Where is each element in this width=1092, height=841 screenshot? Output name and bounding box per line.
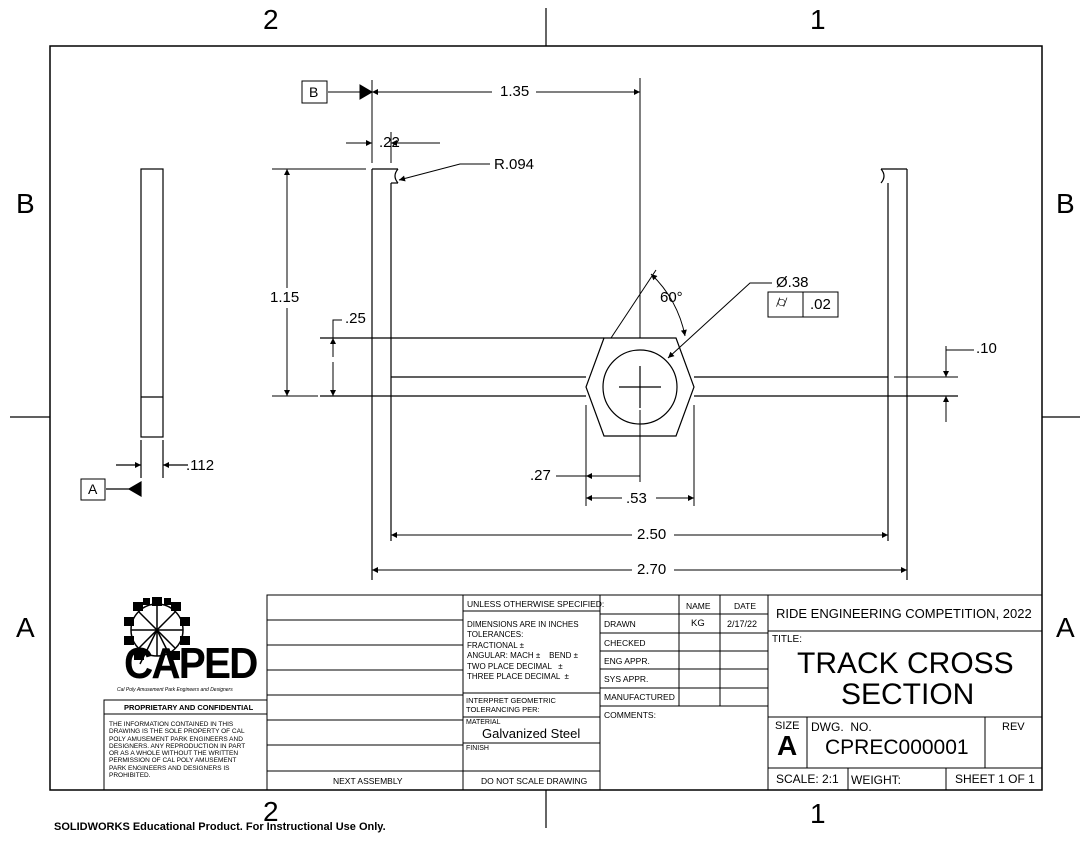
- weight-label: WEIGHT:: [851, 773, 901, 787]
- zone-label-right-b: B: [1056, 188, 1075, 219]
- caped-logo-wheel: [124, 597, 190, 665]
- sys-appr-label: SYS APPR.: [604, 674, 649, 684]
- two-place-tolerance: TWO PLACE DECIMAL ±: [467, 662, 563, 671]
- dimension-53: .53: [626, 490, 647, 507]
- tolerances-label: TOLERANCES:: [467, 630, 524, 639]
- gdt-frame: [767, 291, 839, 318]
- datum-label-b: B: [309, 84, 319, 100]
- sheet-number: SHEET 1 OF 1: [955, 772, 1035, 786]
- finish-label: FINISH: [466, 745, 489, 752]
- dimension-lines: [272, 78, 974, 573]
- do-not-scale-label: DO NOT SCALE DRAWING: [481, 776, 588, 786]
- dimension-2-50: 2.50: [637, 526, 667, 543]
- material-label: MATERIAL: [466, 719, 501, 726]
- next-assembly-label: NEXT ASSEMBLY: [333, 776, 403, 786]
- zone-label-top-2: 2: [263, 4, 279, 35]
- dwg-no-label: DWG. NO.: [811, 720, 872, 734]
- dimension-25: .25: [345, 310, 366, 327]
- title-block-grid: [103, 594, 1043, 791]
- title-label: TITLE:: [772, 634, 803, 645]
- company-name: RIDE ENGINEERING COMPETITION, 2022: [776, 606, 1032, 621]
- size-label: SIZE: [775, 720, 800, 732]
- gdt-circularity-symbol: ⌭: [776, 294, 788, 311]
- dimension-22: .22: [379, 134, 400, 151]
- front-view-profile: [320, 168, 958, 580]
- solidworks-watermark: SOLIDWORKS Educational Product. For Inst…: [54, 821, 386, 833]
- dimension-112: .112: [186, 457, 215, 474]
- comments-label: COMMENTS:: [604, 710, 656, 720]
- rev-label: REV: [1002, 721, 1025, 733]
- zone-label-bottom-1: 1: [810, 798, 826, 829]
- drawn-name: KG: [691, 618, 705, 629]
- dimension-angle: 60°: [660, 289, 683, 306]
- zone-label-right-a: A: [1056, 612, 1075, 643]
- sheet-size: A: [777, 730, 798, 761]
- dims-in-inches: DIMENSIONS ARE IN INCHES: [467, 620, 579, 629]
- drawing-title-line1: TRACK CROSS: [797, 647, 1014, 680]
- zone-ticks: [10, 8, 1080, 828]
- gdt-tolerance: .02: [810, 296, 831, 313]
- fractional-tolerance: FRACTIONAL ±: [467, 641, 524, 650]
- drawn-date: 2/17/22: [727, 619, 758, 629]
- dimension-radius: R.094: [494, 156, 535, 173]
- date-header: DATE: [734, 601, 757, 611]
- unless-specified-label: UNLESS OTHERWISE SPECIFIED:: [467, 599, 605, 609]
- material-value: Galvanized Steel: [482, 726, 581, 741]
- dimension-1-35: 1.35: [500, 83, 530, 100]
- three-place-tolerance: THREE PLACE DECIMAL ±: [467, 672, 569, 681]
- manufactured-label: MANUFACTURED: [604, 692, 675, 702]
- checked-label: CHECKED: [604, 638, 646, 648]
- dimension-2-70: 2.70: [637, 561, 667, 578]
- angular-tolerance: ANGULAR: MACH ± BEND ±: [467, 651, 579, 660]
- dimension-hole-diameter: Ø.38: [776, 274, 809, 291]
- zone-label-bottom-2: 2: [263, 796, 279, 827]
- side-view: [80, 168, 188, 501]
- drawn-label: DRAWN: [604, 619, 636, 629]
- eng-appr-label: ENG APPR.: [604, 656, 650, 666]
- scale-value: SCALE: 2:1: [776, 772, 839, 786]
- datum-label-a: A: [88, 481, 98, 497]
- dimension-1-15: 1.15: [270, 289, 300, 306]
- dimension-10: .10: [976, 340, 997, 357]
- zone-label-left-b: B: [16, 188, 35, 219]
- zone-label-top-1: 1: [810, 4, 826, 35]
- name-header: NAME: [686, 601, 711, 611]
- proprietary-text: THE INFORMATION CONTAINED IN THIS DRAWIN…: [109, 721, 246, 780]
- zone-label-left-a: A: [16, 612, 35, 643]
- drawing-title-line2: SECTION: [841, 678, 975, 711]
- drawing-number: CPREC000001: [825, 736, 969, 759]
- dimension-27: .27: [530, 467, 551, 484]
- caped-logo-text: CAPED: [124, 639, 258, 688]
- caped-tagline: Cal Poly Amusement Park Engineers and De…: [117, 687, 233, 693]
- interpret-geometric-label: INTERPRET GEOMETRIC TOLERANCING PER:: [466, 696, 556, 714]
- proprietary-title: PROPRIETARY AND CONFIDENTIAL: [124, 703, 254, 712]
